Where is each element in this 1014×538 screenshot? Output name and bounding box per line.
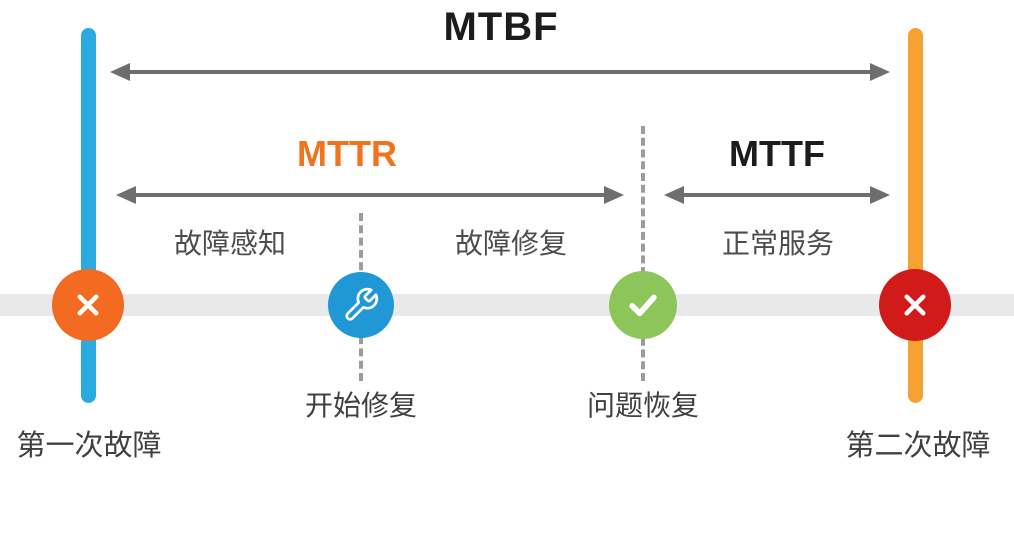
- mttf-label: MTTF: [729, 133, 825, 174]
- second-failure-marker: [879, 269, 951, 341]
- wrench-icon: [342, 286, 380, 324]
- arrow-line: [136, 193, 604, 197]
- repair-start-marker: [328, 272, 394, 338]
- problem-recovery-dashed-line: [641, 126, 645, 381]
- problem-recovery-marker: [609, 271, 677, 339]
- arrowhead-right-icon: [870, 186, 890, 204]
- repair-start-label: 开始修复: [304, 390, 417, 421]
- first-failure-bar: [81, 28, 96, 403]
- phase-normal-service: 正常服务: [721, 228, 834, 259]
- x-icon: [70, 287, 106, 323]
- mttr-label: MTTR: [297, 133, 397, 174]
- problem-recovery-label: 问题恢复: [586, 390, 699, 421]
- x-icon: [897, 287, 933, 323]
- arrowhead-right-icon: [604, 186, 624, 204]
- first-failure-marker: [52, 269, 124, 341]
- phase-fault-detection: 故障感知: [173, 228, 286, 259]
- timeline-bar: [0, 294, 1014, 316]
- phase-fault-repair: 故障修复: [454, 228, 567, 259]
- mttf-arrow: [664, 184, 890, 206]
- second-failure-label: 第二次故障: [845, 430, 991, 462]
- mtbf-label: MTBF: [443, 5, 559, 49]
- arrow-line: [130, 70, 870, 74]
- second-failure-bar: [908, 28, 923, 403]
- arrowhead-left-icon: [110, 63, 130, 81]
- mttr-arrow: [116, 184, 624, 206]
- first-failure-label: 第一次故障: [16, 430, 162, 462]
- check-icon: [623, 285, 663, 325]
- arrowhead-left-icon: [116, 186, 136, 204]
- arrowhead-left-icon: [664, 186, 684, 204]
- arrowhead-right-icon: [870, 63, 890, 81]
- mtbf-arrow: [110, 61, 890, 83]
- arrow-line: [684, 193, 870, 197]
